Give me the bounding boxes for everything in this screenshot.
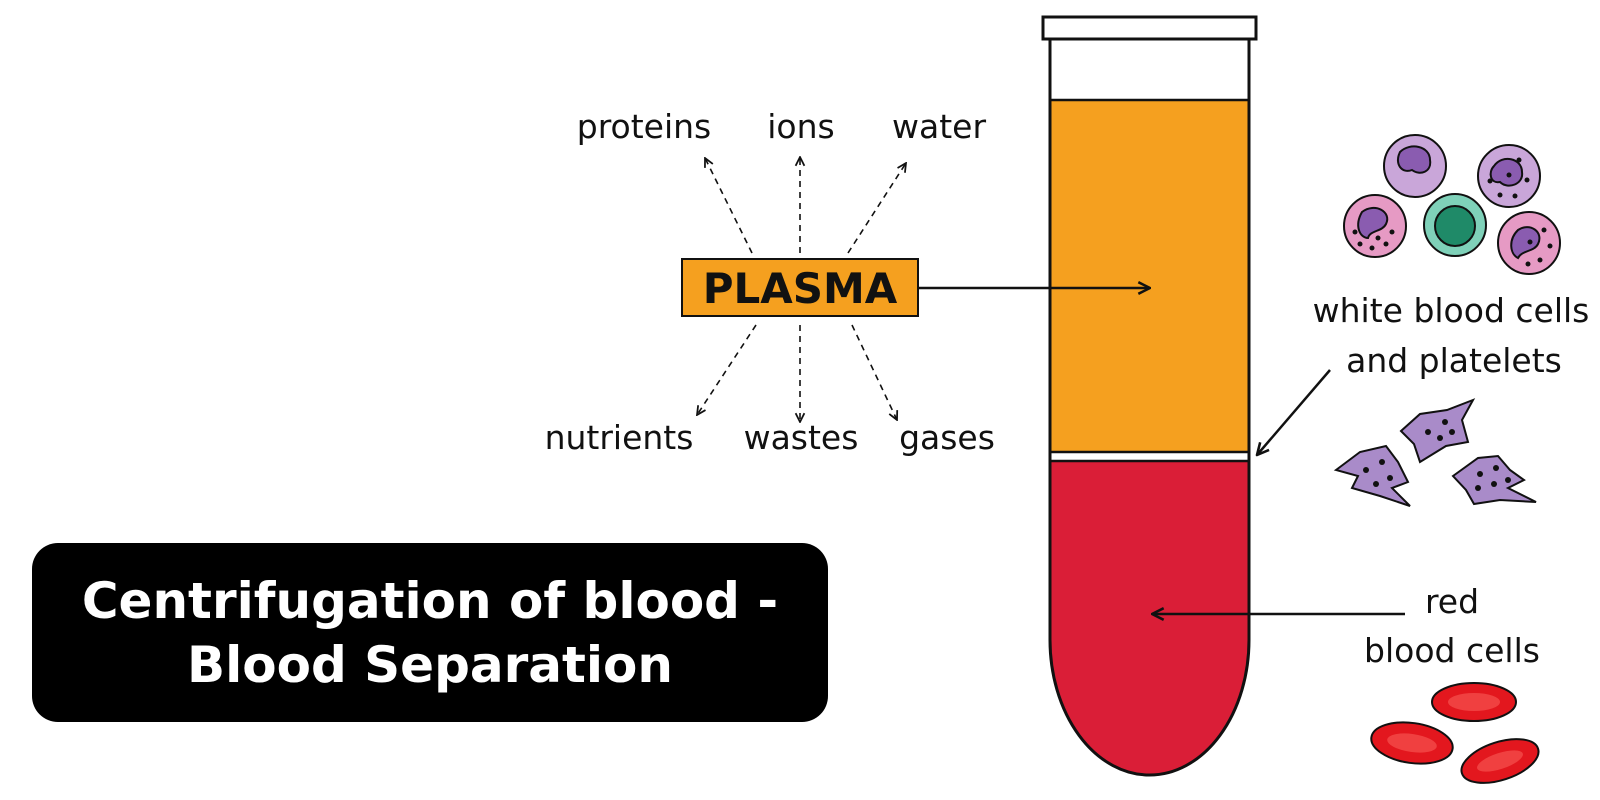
platelet (1451, 454, 1537, 506)
tube-air-layer (1050, 38, 1249, 100)
buffy-coat-layer (1050, 452, 1249, 461)
label-wbc-line1: white blood cells (1313, 291, 1590, 330)
platelet (1399, 398, 1476, 464)
title-line-2: Blood Separation (187, 635, 673, 694)
label-ions: ions (767, 107, 834, 146)
label-water: water (892, 107, 986, 146)
red-blood-cells-illustration (1370, 682, 1540, 784)
rbc-cell (1431, 682, 1517, 722)
title-line-1: Centrifugation of blood - (81, 571, 779, 630)
wbc-cell (1477, 144, 1541, 208)
plasma-component-arrows (697, 157, 906, 422)
rbc-cell (1460, 738, 1540, 784)
platelets-illustration (1333, 398, 1537, 507)
label-nutrients: nutrients (545, 418, 694, 457)
label-gases: gases (899, 418, 995, 457)
red-cell-layer (1050, 461, 1249, 775)
label-rbc-line1: red (1425, 582, 1479, 621)
label-proteins: proteins (577, 107, 712, 146)
tube-outline (1048, 38, 1251, 777)
tube-rim (1041, 15, 1258, 41)
wbc-cell (1383, 134, 1447, 198)
rbc-cell (1370, 721, 1454, 765)
wbc-cell (1497, 211, 1561, 275)
title-box: Centrifugation of blood - Blood Separati… (32, 543, 828, 722)
label-rbc-line2: blood cells (1364, 631, 1540, 670)
label-wastes: wastes (744, 418, 859, 457)
plasma-label-box: PLASMA (681, 258, 919, 317)
white-blood-cells-illustration (1343, 134, 1561, 275)
label-wbc-line2: and platelets (1346, 341, 1562, 380)
wbc-cell (1343, 194, 1407, 258)
plasma-label: PLASMA (703, 264, 898, 313)
test-tube (1041, 15, 1258, 777)
wbc-arrow (1257, 369, 1331, 455)
plasma-layer (1050, 100, 1249, 452)
platelet (1333, 444, 1411, 507)
wbc-cell (1423, 193, 1487, 257)
